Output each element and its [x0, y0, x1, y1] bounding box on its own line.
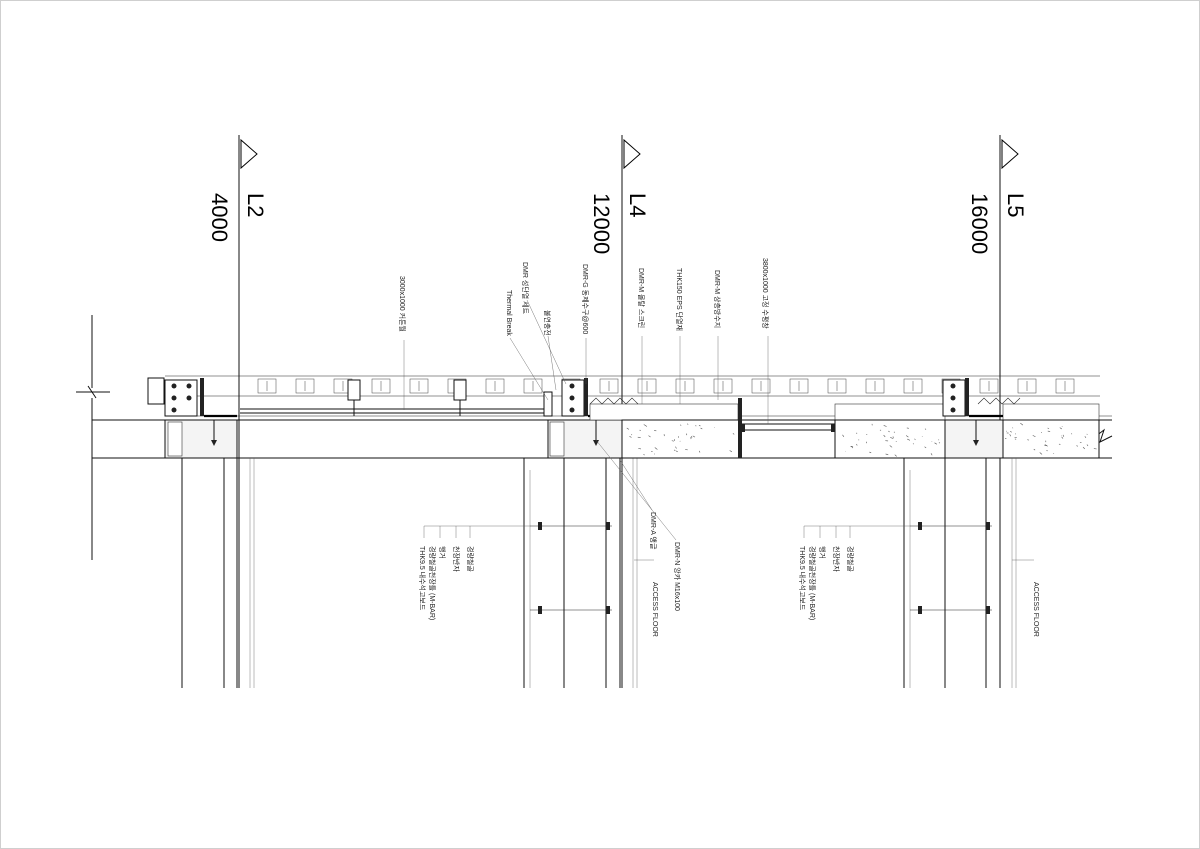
concrete-aggregate: [850, 445, 854, 449]
concrete-aggregate: [930, 453, 933, 456]
wall-section-l2: [147, 377, 255, 688]
level-elevation: 4000: [207, 193, 232, 242]
concrete-aggregate: [1084, 436, 1087, 439]
note-dmr-m-drain: DMR-M 상층방수지: [713, 270, 722, 328]
note-fire-fill: 불연충전: [543, 310, 552, 336]
concrete-aggregate: [912, 443, 915, 445]
note-dmr-g: DMR-G 동제수구@600: [581, 264, 589, 334]
concrete-aggregate: [673, 449, 676, 451]
concrete-aggregate: [914, 438, 916, 441]
level-name: L5: [1003, 193, 1028, 217]
concrete-aggregate: [692, 435, 696, 438]
level-name: L4: [625, 193, 650, 217]
note-access-floor-1: ACCESS FLOOR: [651, 582, 658, 637]
concrete-aggregate: [885, 453, 889, 456]
concrete-aggregate: [729, 450, 733, 453]
concrete-aggregate: [1047, 427, 1050, 429]
curtain-wall: [240, 340, 548, 416]
concrete-aggregate: [1047, 430, 1051, 432]
annotation-notes: 3000x1000 커튼월 DMR 성단열 세트 Thermal Break 불…: [398, 258, 1039, 637]
concrete-aggregate: [888, 430, 890, 433]
concrete-aggregate: [856, 443, 858, 446]
note-ceiling-a-2: 천장반자: [452, 546, 461, 572]
concrete-aggregate: [894, 454, 897, 457]
note-ceiling-b-2: 천장반자: [832, 546, 841, 572]
note-dmr-n: DMR-N 앙카 M16x100: [673, 542, 682, 611]
concrete-aggregate: [626, 427, 630, 430]
note-eps: THK150 EPS 단열재: [675, 268, 684, 331]
note-ceiling-b-5: THK9.5 내수석고보드: [798, 546, 807, 611]
note-ceiling-b-1: 경량철골: [846, 546, 855, 572]
concrete-aggregate: [1010, 430, 1012, 433]
note-ceiling-a-5: THK9.5 내수석고보드: [418, 546, 427, 611]
note-fixed-window: 3800x1000 고정 수평창: [761, 258, 770, 329]
concrete-aggregate: [1032, 435, 1036, 438]
concrete-aggregate: [675, 446, 677, 449]
concrete-aggregate: [889, 445, 893, 448]
concrete-aggregate: [638, 448, 642, 450]
concrete-aggregate: [680, 424, 682, 426]
concrete-aggregate: [883, 425, 887, 427]
concrete-aggregate: [883, 434, 886, 438]
level-marker-l4: L4 12000: [589, 135, 650, 688]
roof-buildup: [589, 397, 1100, 459]
concrete-aggregate: [938, 442, 941, 444]
concrete-aggregate: [643, 424, 648, 427]
concrete-aggregate: [869, 451, 872, 454]
concrete-aggregate: [1086, 444, 1089, 447]
concrete-aggregate: [1082, 446, 1085, 450]
concrete-aggregate: [924, 428, 927, 430]
concrete-aggregate: [671, 440, 674, 442]
note-dmr-m-screen: DMR-M 몰탈 스크린: [637, 268, 646, 328]
concrete-aggregate: [924, 446, 927, 449]
concrete-aggregate: [905, 435, 909, 438]
note-ceiling-b-3: 행거: [818, 546, 827, 559]
concrete-aggregate: [629, 435, 632, 438]
concrete-aggregate: [1059, 427, 1063, 430]
concrete-aggregate: [675, 450, 678, 453]
level-elevation: 16000: [967, 193, 992, 254]
note-ceiling-a-3: 행거: [438, 546, 447, 559]
concrete-aggregate: [1009, 434, 1011, 437]
level-marker-l2: L2 4000: [207, 135, 268, 688]
ceiling-hangers-b: [910, 522, 992, 614]
break-line-left: [76, 315, 110, 560]
concrete-aggregate: [1061, 436, 1064, 439]
concrete-aggregate: [890, 436, 894, 439]
concrete-aggregate: [700, 427, 703, 430]
note-ceiling-a-4: 경량철골천장틀 (M-BAR): [428, 546, 437, 620]
note-thermal-break: Thermal Break: [505, 290, 512, 336]
wall-section-l4: [523, 378, 638, 688]
level-name: L2: [243, 193, 268, 217]
ceiling-hangers-a: [530, 522, 612, 614]
concrete-aggregate: [732, 433, 735, 435]
note-ceiling-a-1: 경량철골: [466, 546, 475, 572]
wall-section-l5: [903, 378, 1017, 688]
concrete-aggregate: [690, 436, 693, 438]
concrete-aggregate: [648, 435, 651, 438]
note-dmr-a: DMR-A 앵글: [649, 512, 658, 550]
concrete-aggregate: [1033, 448, 1036, 451]
concrete-aggregate: [698, 450, 701, 453]
leader-lines: [423, 299, 1034, 561]
concrete-aggregate: [842, 434, 845, 437]
note-access-floor-2: ACCESS FLOOR: [1032, 582, 1039, 637]
level-elevation: 12000: [589, 193, 614, 254]
concrete-aggregate: [1039, 452, 1043, 455]
concrete-aggregate: [934, 442, 938, 445]
note-dmr-insulation-set: DMR 성단열 세트: [521, 262, 530, 315]
concrete-aggregate: [1076, 445, 1078, 447]
concrete-aggregate: [654, 447, 658, 450]
concrete-aggregate: [631, 434, 633, 436]
concrete-aggregate: [1062, 434, 1065, 437]
concrete-aggregate: [687, 423, 689, 425]
concrete-aggregate: [907, 438, 911, 441]
note-ceiling-b-4: 경량철골천장틀 (M-BAR): [808, 546, 817, 620]
concrete-aggregate: [1020, 422, 1024, 426]
note-curtain-wall: 3000x1000 커튼월: [398, 276, 407, 332]
